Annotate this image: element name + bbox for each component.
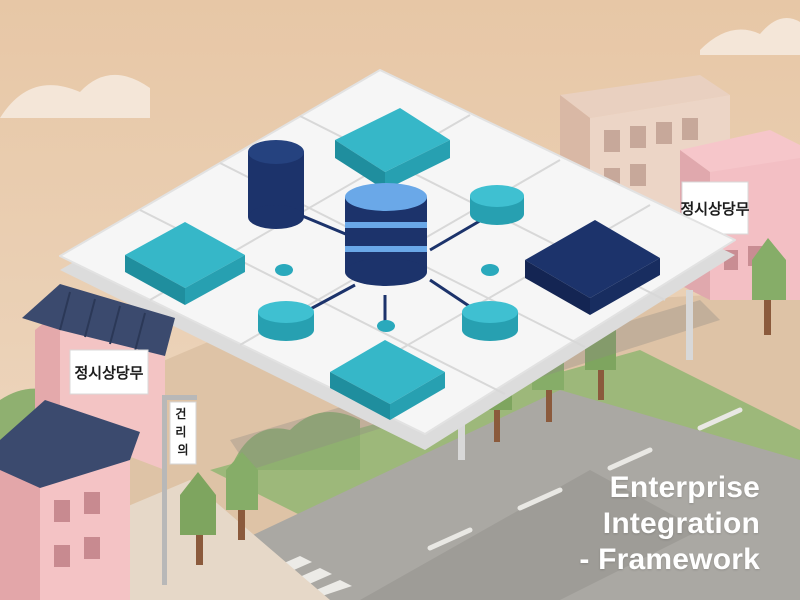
pole-banner-char-3: 의	[177, 442, 188, 457]
pole-banner-char-1: 건	[175, 406, 186, 421]
database-icon	[345, 183, 427, 286]
cube-icon	[125, 222, 245, 305]
caption-line-3: - Framework	[579, 543, 760, 576]
cylinder-icon	[248, 140, 304, 229]
pole-banner-text: 건 리 의	[175, 406, 190, 457]
node-dot	[275, 264, 499, 332]
cube-icon	[330, 340, 445, 420]
platform-pillar	[458, 290, 693, 460]
sign-text-right: 정시상당무	[680, 200, 749, 218]
sign-text-left: 정시상당무	[74, 364, 143, 382]
storefront-sign-left: 정시상당무	[69, 349, 149, 395]
storefront-sign-right: 정시상당무	[680, 181, 750, 235]
cloud-icon	[0, 18, 800, 118]
pole-banner: 건 리 의	[169, 401, 197, 465]
node-icon	[258, 185, 524, 341]
caption-line-1: Enterprise	[609, 471, 760, 504]
tree-icon	[180, 452, 258, 565]
pole-banner-char-2: 리	[175, 424, 186, 439]
cube-icon	[335, 108, 450, 190]
headline-caption: Enterprise Integration - Framework	[500, 470, 760, 578]
caption-line-2: Integration	[602, 507, 760, 540]
cube-icon	[525, 220, 660, 315]
building-front-left	[0, 400, 140, 600]
lamp-pole: 건 리 의	[162, 395, 197, 585]
